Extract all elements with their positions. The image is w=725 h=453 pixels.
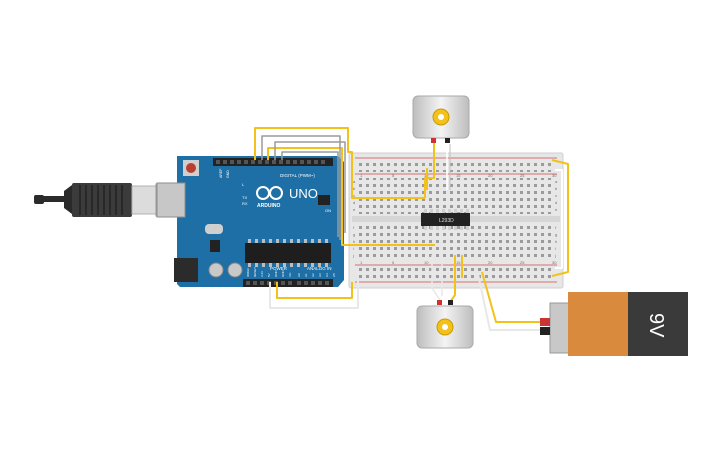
arduino-brand-label: ARDUINO [257, 203, 280, 209]
breadboard-column-number: 30 [552, 260, 557, 265]
breadboard-column-number: 5 [392, 173, 395, 178]
tx-led-label: TX [242, 195, 247, 200]
breadboard-row-letter: a [353, 179, 356, 184]
analog-pin-label: A5 [332, 273, 336, 277]
breadboard-row-letter: h [353, 239, 355, 244]
power-pin-label: 5V [267, 273, 271, 277]
power-header-label: POWER [270, 266, 288, 271]
breadboard-column-number: 5 [392, 260, 395, 265]
breadboard-row-letter: i [353, 246, 354, 251]
dc-motor-bottom[interactable] [416, 300, 474, 349]
aref-pin-label: AREF [219, 169, 223, 178]
breadboard-column-number: 25 [520, 173, 525, 178]
analog-pin-label: A4 [325, 273, 329, 277]
arduino-logo-icon [256, 186, 283, 200]
breadboard-column-number: 20 [488, 173, 493, 178]
breadboard-row-letter: g [353, 232, 355, 237]
analog-pin-label: A1 [304, 273, 308, 277]
breadboard-row-letter: f [555, 225, 557, 230]
breadboard-column-number: 20 [488, 260, 493, 265]
breadboard-row-letter: e [353, 207, 356, 212]
analog-pin-label: A3 [318, 273, 322, 277]
breadboard-row-letter: e [555, 207, 558, 212]
breadboard-column-number: 10 [424, 260, 429, 265]
breadboard-row-letter: j [352, 253, 354, 258]
breadboard-row-letter: i [555, 246, 556, 251]
breadboard-row-letter: f [353, 225, 355, 230]
l-led-label: L [242, 182, 245, 187]
breadboard-row-letter: g [555, 232, 557, 237]
gnd-pin-label: GND [226, 170, 230, 178]
power-pin-label: RESET [253, 267, 257, 277]
arduino-uno-board[interactable]: UNO ARDUINO DIGITAL (PWM~) POWER ANALOG … [156, 156, 344, 287]
breadboard-column-number: 1 [360, 173, 363, 178]
battery-9v[interactable]: 9V [540, 292, 688, 356]
breadboard-row-letter: c [353, 193, 355, 198]
breadboard-row-letter: d [353, 200, 355, 205]
on-led-label: ON [325, 208, 331, 213]
wires[interactable] [254, 127, 569, 331]
analog-header-label: ANALOG IN [307, 266, 332, 271]
arduino-model-label: UNO [289, 186, 318, 201]
power-pin-label: Vin [288, 272, 292, 277]
rx-led-label: RX [242, 201, 248, 206]
breadboard-column-number: 1 [360, 260, 363, 265]
breadboard-column-number: 15 [456, 260, 461, 265]
breadboard-column-number: 25 [520, 260, 525, 265]
analog-pin-label: A2 [311, 273, 315, 277]
analog-pin-label: A0 [297, 273, 301, 277]
power-pin-label: IOREF [246, 268, 250, 277]
breadboard-row-letter: h [555, 239, 557, 244]
breadboard-row-letter: c [555, 193, 557, 198]
breadboard-column-number: 30 [552, 173, 557, 178]
power-pin-label: GND [274, 270, 278, 278]
breadboard-row-letter: b [353, 186, 356, 191]
chip-label: L293D [439, 218, 454, 224]
l293d-chip[interactable]: L293D [421, 209, 470, 230]
breadboard-column-number: 15 [456, 173, 461, 178]
digital-header-label: DIGITAL (PWM~) [280, 173, 315, 178]
breadboard-row-letter: a [555, 179, 558, 184]
power-pin-label: 3.3V [260, 271, 264, 277]
breadboard-row-letter: d [555, 200, 557, 205]
power-pin-label: GND [281, 270, 285, 278]
dc-motor-top[interactable] [412, 95, 470, 143]
battery-label: 9V [645, 313, 667, 338]
breadboard-row-letter: b [555, 186, 558, 191]
breadboard-row-letter: j [554, 253, 556, 258]
